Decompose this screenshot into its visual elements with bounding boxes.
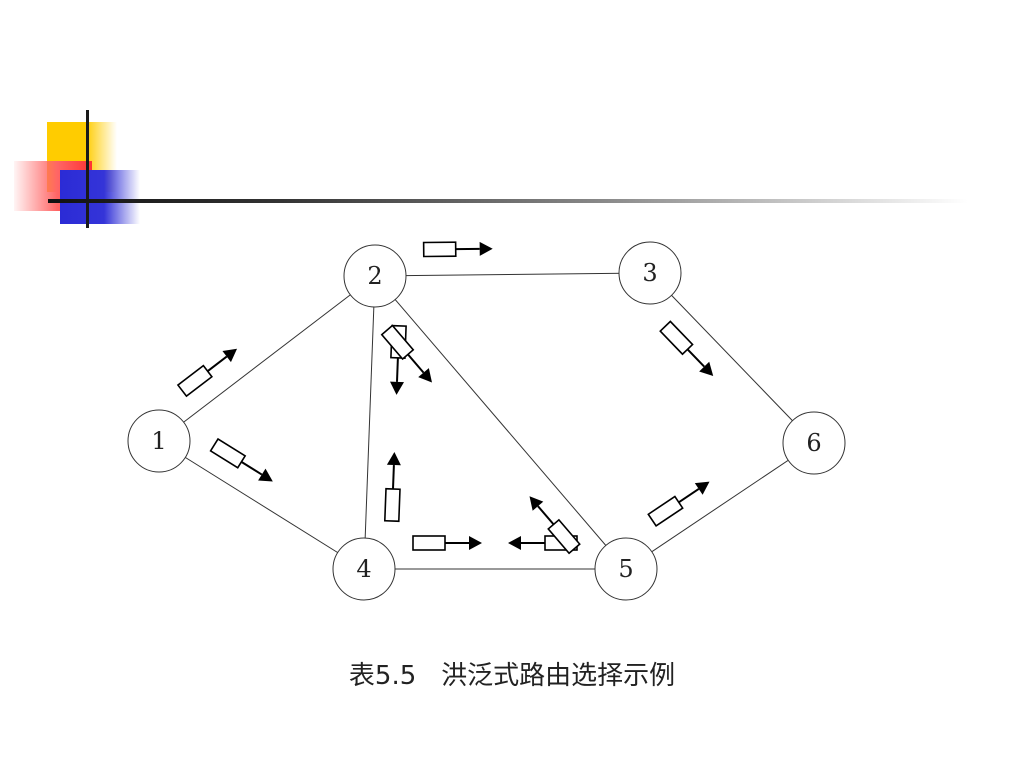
packet-box xyxy=(647,495,684,528)
nodes-layer: 1 2 3 4 5 6 xyxy=(127,241,846,601)
packet-arrow-shaft xyxy=(678,488,700,504)
edge-3-6 xyxy=(649,272,815,444)
packet-box xyxy=(209,437,247,469)
node-label: 5 xyxy=(618,555,633,583)
arrow-head-icon xyxy=(469,536,482,550)
packet-3-to-6 xyxy=(659,320,714,376)
packet-arrow-shaft xyxy=(686,348,705,368)
arrow-head-icon xyxy=(258,468,273,482)
packet-5-to-6 xyxy=(647,481,710,528)
packet-box xyxy=(412,535,446,551)
arrow-head-icon xyxy=(479,241,493,256)
node-circle xyxy=(343,244,407,308)
horizontal-rule-decoration xyxy=(48,199,968,203)
packet-arrow-shaft xyxy=(207,355,228,372)
arrow-head-icon xyxy=(508,536,521,550)
packet-box xyxy=(422,241,457,258)
node-label: 4 xyxy=(356,555,371,583)
edge-2-4 xyxy=(363,275,376,570)
node-circle xyxy=(618,241,682,305)
packet-arrow-shaft xyxy=(537,505,555,526)
arrow-head-icon xyxy=(418,368,432,383)
packet-arrow-shaft xyxy=(392,465,395,490)
packet-arrow-shaft xyxy=(240,460,263,476)
arrow-head-icon xyxy=(390,381,404,395)
packet-2-to-5 xyxy=(380,324,432,383)
packet-1-to-4 xyxy=(209,437,273,482)
packet-arrow-shaft xyxy=(395,357,399,382)
packet-arrow-shaft xyxy=(407,353,425,374)
node-1: 1 xyxy=(127,409,191,473)
packet-4-to-2 xyxy=(383,452,401,523)
node-4: 4 xyxy=(332,537,396,601)
packet-5-to-2 xyxy=(529,496,581,555)
packet-box xyxy=(383,487,401,523)
node-6: 6 xyxy=(782,411,846,475)
edges-layer xyxy=(158,272,815,570)
node-circle xyxy=(332,537,396,601)
arrow-head-icon xyxy=(386,452,401,466)
packets-layer xyxy=(176,241,714,555)
packet-1-to-2 xyxy=(176,348,238,398)
arrow-head-icon xyxy=(699,361,714,376)
arrow-head-icon xyxy=(694,481,710,495)
node-2: 2 xyxy=(343,244,407,308)
edge-2-5 xyxy=(374,275,627,570)
node-label: 3 xyxy=(642,259,657,287)
node-circle xyxy=(127,409,191,473)
packet-box xyxy=(176,364,213,398)
node-3: 3 xyxy=(618,241,682,305)
edge-1-2 xyxy=(158,275,376,442)
figure-caption: 表5.5 洪泛式路由选择示例 xyxy=(348,661,676,691)
arrow-head-icon xyxy=(529,496,544,511)
node-circle xyxy=(782,411,846,475)
node-circle xyxy=(594,537,658,601)
packet-2-to-3 xyxy=(422,241,493,258)
node-label: 1 xyxy=(151,427,166,455)
node-label: 2 xyxy=(367,262,382,290)
node-label: 6 xyxy=(806,429,821,457)
edge-5-6 xyxy=(625,442,815,570)
vertical-line-decoration xyxy=(86,110,89,228)
packet-4-to-5 xyxy=(412,535,482,551)
edge-2-3 xyxy=(374,272,651,277)
edge-1-4 xyxy=(158,440,365,570)
arrow-head-icon xyxy=(222,348,238,363)
packet-box xyxy=(547,518,581,555)
blue-square-decoration xyxy=(60,170,140,224)
node-5: 5 xyxy=(594,537,658,601)
